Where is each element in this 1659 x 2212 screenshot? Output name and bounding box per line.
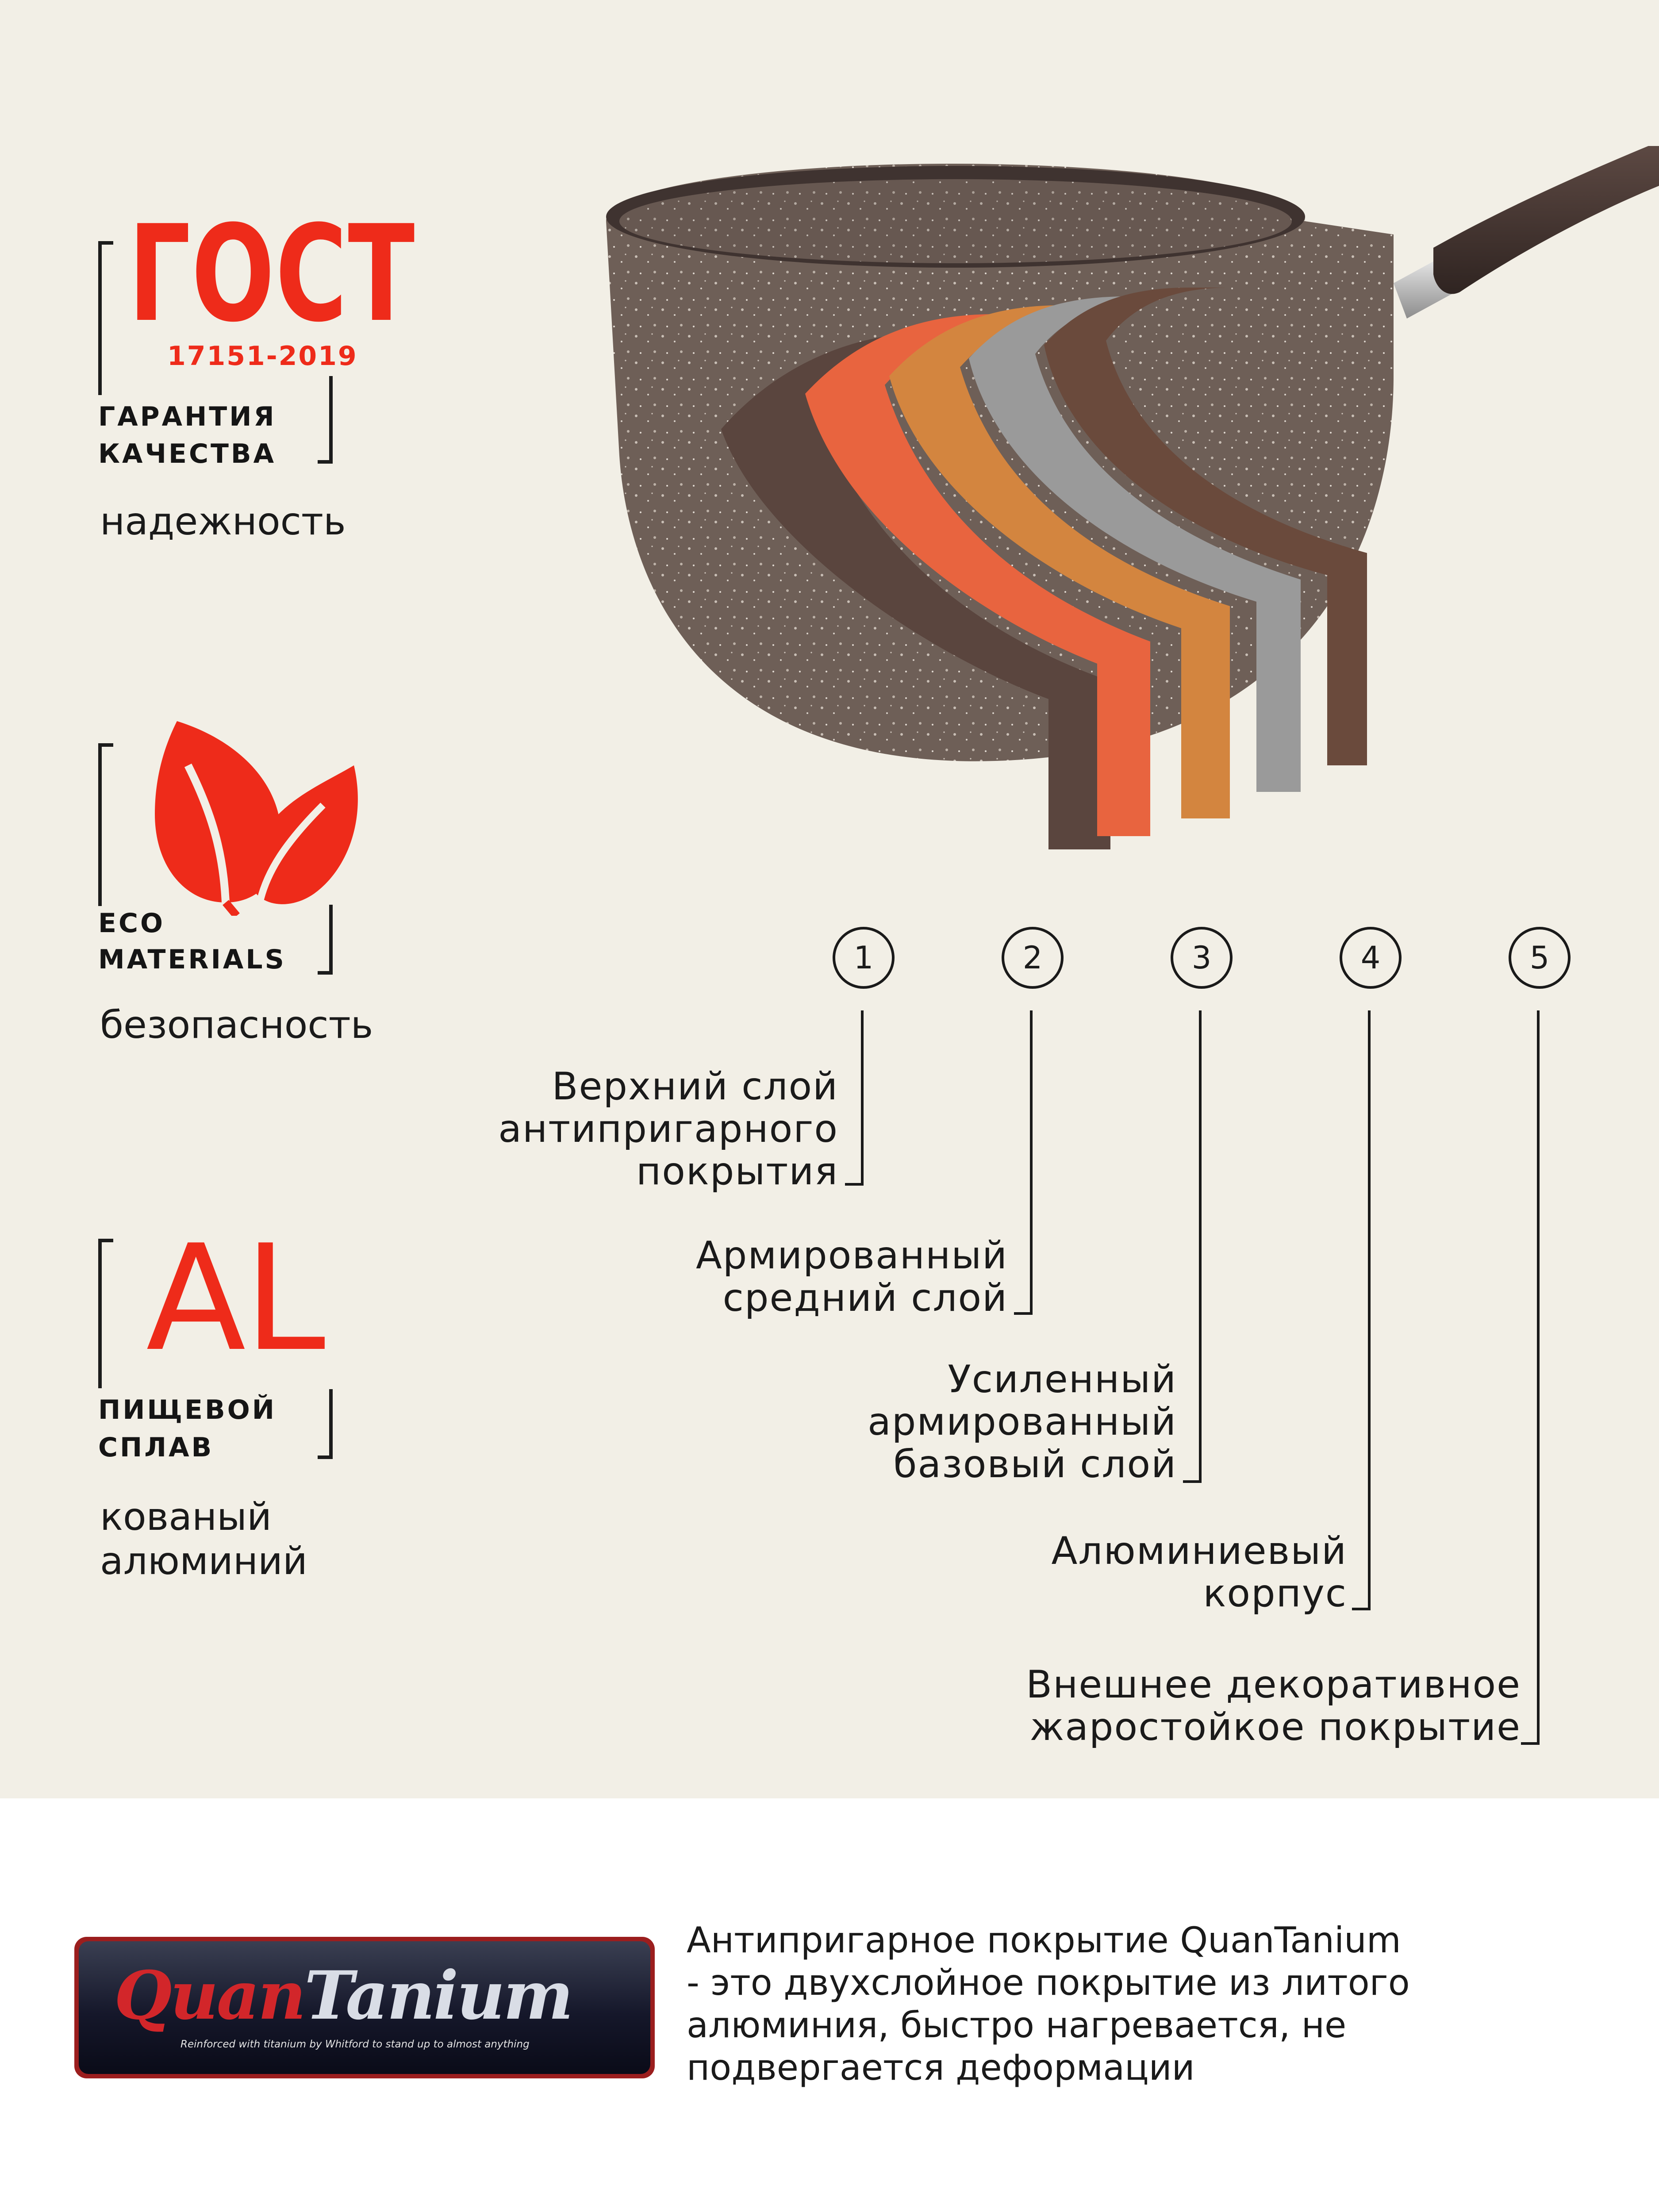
layer-number-1: 1 (833, 927, 895, 989)
gost-line2: КАЧЕСТВА (98, 438, 276, 469)
eco-bracket-left (98, 743, 113, 906)
description-line: подвергается деформации (687, 2047, 1195, 2088)
eco-caption: безопасность (100, 1003, 373, 1047)
description-line: Антипригарное покрытие QuanTanium (687, 1920, 1401, 1961)
layer-5-label-line: жаростойкое покрытие (1029, 1705, 1521, 1749)
layer-number-3: 3 (1171, 927, 1233, 989)
layer-2-line (1030, 1010, 1033, 1315)
eco-line2: MATERIALS (98, 944, 286, 975)
al-bracket-right (318, 1389, 333, 1459)
layer-1-label-line: Верхний слой (552, 1064, 838, 1109)
description-line: алюминия, быстро нагревается, не (687, 2005, 1347, 2046)
layer-1-label-line: антипригарного (498, 1107, 838, 1151)
gost-bracket-right (318, 376, 333, 464)
al-title: AL (146, 1214, 326, 1383)
layer-3-label-line: армированный (868, 1400, 1177, 1444)
al-bracket-left (98, 1239, 113, 1388)
layer-1-tick (845, 1183, 864, 1186)
quantanium-wordmark-tanium: Tanium (304, 1957, 573, 2035)
layer-3-label: Усиленный армированный базовый слой (734, 1358, 1177, 1486)
layer-2-label: Армированный средний слой (565, 1234, 1008, 1319)
layer-5-label: Внешнее декоративное жаростойкое покрыти… (902, 1663, 1521, 1748)
layer-2-label-line: Армированный (695, 1233, 1008, 1278)
layer-number-5: 5 (1509, 927, 1571, 989)
layer-number-2: 2 (1002, 927, 1064, 989)
layer-4-label-line: корпус (1203, 1571, 1347, 1616)
quantanium-tagline: Reinforced with titanium by Whitford to … (180, 2039, 530, 2050)
gost-number: 17151-2019 (167, 341, 358, 372)
gost-title: ГОСТ (128, 197, 416, 351)
layer-4-tick (1352, 1608, 1371, 1610)
layer-3-label-line: базовый слой (893, 1442, 1177, 1486)
al-caption-line2: алюминий (100, 1539, 307, 1583)
layer-3-line (1199, 1010, 1202, 1483)
layer-3-label-line: Усиленный (948, 1357, 1177, 1402)
layer-1-label: Верхний слой антипригарного покрытия (396, 1065, 838, 1193)
layer-3-tick (1183, 1480, 1202, 1483)
al-caption-line1: кованый (100, 1495, 272, 1539)
gost-caption: надежность (100, 499, 346, 544)
layer-4-label: Алюминиевый корпус (905, 1530, 1347, 1615)
eco-line1: ECO (98, 908, 165, 939)
layer-1-label-line: покрытия (636, 1149, 838, 1194)
eco-bracket-right (318, 905, 333, 975)
quantanium-logo: QuanTanium Reinforced with titanium by W… (74, 1937, 655, 2078)
quantanium-description: Антипригарное покрытие QuanTanium - это … (687, 1919, 1594, 2089)
quantanium-wordmark-quan: Quan (114, 1957, 306, 2035)
quantanium-logo-graphic (74, 1937, 655, 2078)
gost-bracket-left (98, 241, 113, 395)
layer-4-line (1368, 1010, 1371, 1610)
saucepan-illustration (606, 146, 1659, 849)
gost-line1: ГАРАНТИЯ (98, 401, 276, 432)
layer-5-line (1537, 1010, 1540, 1745)
layer-5-tick (1521, 1742, 1540, 1745)
layer-2-label-line: средний слой (722, 1276, 1008, 1320)
al-line1: ПИЩЕВОЙ (98, 1394, 276, 1425)
layer-1-line (861, 1010, 864, 1186)
description-line: - это двухслойное покрытие из литого (687, 1962, 1410, 2003)
layer-number-4: 4 (1340, 927, 1402, 989)
layer-5-label-line: Внешнее декоративное (1026, 1663, 1521, 1707)
layer-2-tick (1014, 1312, 1033, 1315)
al-line2: СПЛАВ (98, 1432, 214, 1463)
leaf-icon (155, 721, 358, 916)
layer-4-label-line: Алюминиевый (1051, 1529, 1347, 1573)
quantanium-wordmark: QuanTanium (114, 1957, 573, 2035)
